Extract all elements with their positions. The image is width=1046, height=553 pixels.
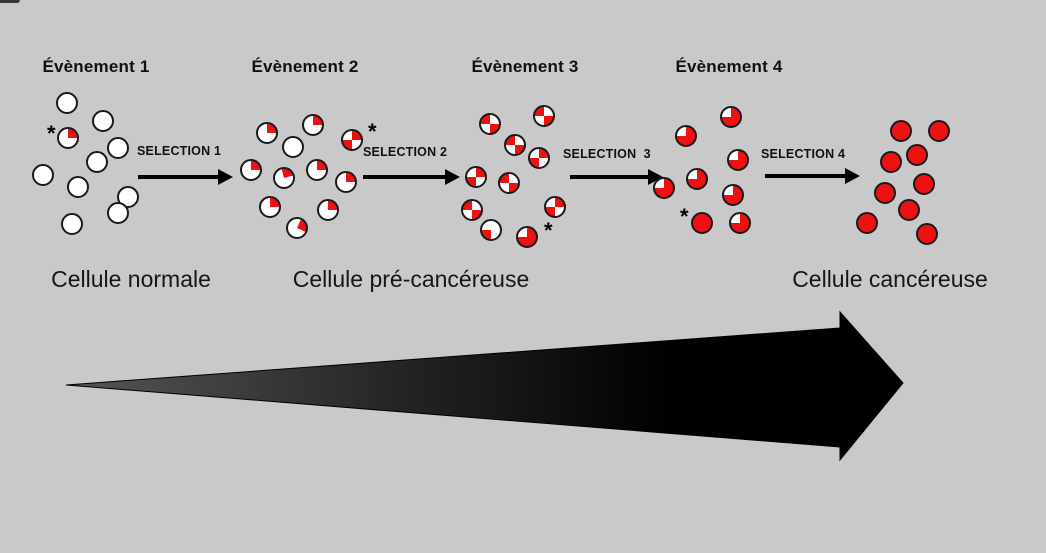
selection-arrow-3 <box>570 175 650 179</box>
cell-threequarter <box>720 106 742 128</box>
cell-full <box>906 144 928 166</box>
selection-label-1: SELECTION 1 <box>137 144 222 158</box>
cell-white <box>86 151 108 173</box>
cell-threequarter <box>729 212 751 234</box>
cell-white <box>32 164 54 186</box>
asterisk-marker-2: * <box>368 119 377 144</box>
stage-label-normale: Cellule normale <box>51 266 211 292</box>
cell-full <box>928 120 950 142</box>
cell-checker <box>465 166 487 188</box>
cell-white <box>282 136 304 158</box>
cell-threequarter <box>653 177 675 199</box>
selection-arrowhead-4 <box>845 168 860 184</box>
cell-checker <box>479 113 501 135</box>
cell-threequarter <box>727 149 749 171</box>
cell-full <box>880 151 902 173</box>
cell-white <box>67 176 89 198</box>
cell-white <box>56 92 78 114</box>
cell-checker <box>504 134 526 156</box>
selection-arrow-2 <box>363 175 447 179</box>
cell-threequarter <box>686 168 708 190</box>
progression-arrow-shape <box>65 310 904 462</box>
cell-checker <box>544 196 566 218</box>
cell-quarter <box>57 127 79 149</box>
cell-quarter <box>256 122 278 144</box>
event-title-1: Évènement 1 <box>42 57 150 76</box>
asterisk-marker-3: * <box>544 218 553 243</box>
cell-quarter <box>240 159 262 181</box>
cell-quarter <box>286 217 308 239</box>
selection-label-2: SELECTION 2 <box>363 145 448 159</box>
selection-arrowhead-2 <box>445 169 460 185</box>
selection-label-4: SELECTION 4 <box>761 147 846 161</box>
cell-full <box>916 223 938 245</box>
cell-full <box>856 212 878 234</box>
cell-threequarter <box>516 226 538 248</box>
stage-label-pre-cancereuse: Cellule pré-cancéreuse <box>292 266 530 292</box>
selection-arrow-4 <box>765 174 847 178</box>
cell-white <box>107 137 129 159</box>
event-title-3: Évènement 3 <box>471 57 579 76</box>
cell-checker <box>533 105 555 127</box>
cell-quarter <box>259 196 281 218</box>
asterisk-marker-1: * <box>47 121 56 146</box>
cell-full <box>890 120 912 142</box>
cell-checker <box>341 129 363 151</box>
event-title-2: Évènement 2 <box>251 57 359 76</box>
event-title-4: Évènement 4 <box>675 57 783 76</box>
cell-checker <box>461 199 483 221</box>
asterisk-marker-4: * <box>680 204 689 229</box>
selection-arrowhead-1 <box>218 169 233 185</box>
cell-full <box>874 182 896 204</box>
cell-full <box>691 212 713 234</box>
cell-threequarter <box>722 184 744 206</box>
selection-label-3: SELECTION 3 <box>563 147 651 161</box>
edge-artifact <box>0 0 20 3</box>
stage-label-cancereuse: Cellule cancéreuse <box>792 266 988 292</box>
cell-white <box>61 213 83 235</box>
cell-full <box>913 173 935 195</box>
cell-quarter <box>480 219 502 241</box>
selection-arrow-1 <box>138 175 220 179</box>
cell-checker <box>498 172 520 194</box>
cell-quarter <box>306 159 328 181</box>
cell-quarter <box>273 167 295 189</box>
cell-quarter <box>302 114 324 136</box>
cell-threequarter <box>675 125 697 147</box>
cell-quarter <box>317 199 339 221</box>
cell-white <box>92 110 114 132</box>
cell-full <box>898 199 920 221</box>
cell-checker <box>528 147 550 169</box>
cell-white <box>107 202 129 224</box>
cell-quarter <box>335 171 357 193</box>
